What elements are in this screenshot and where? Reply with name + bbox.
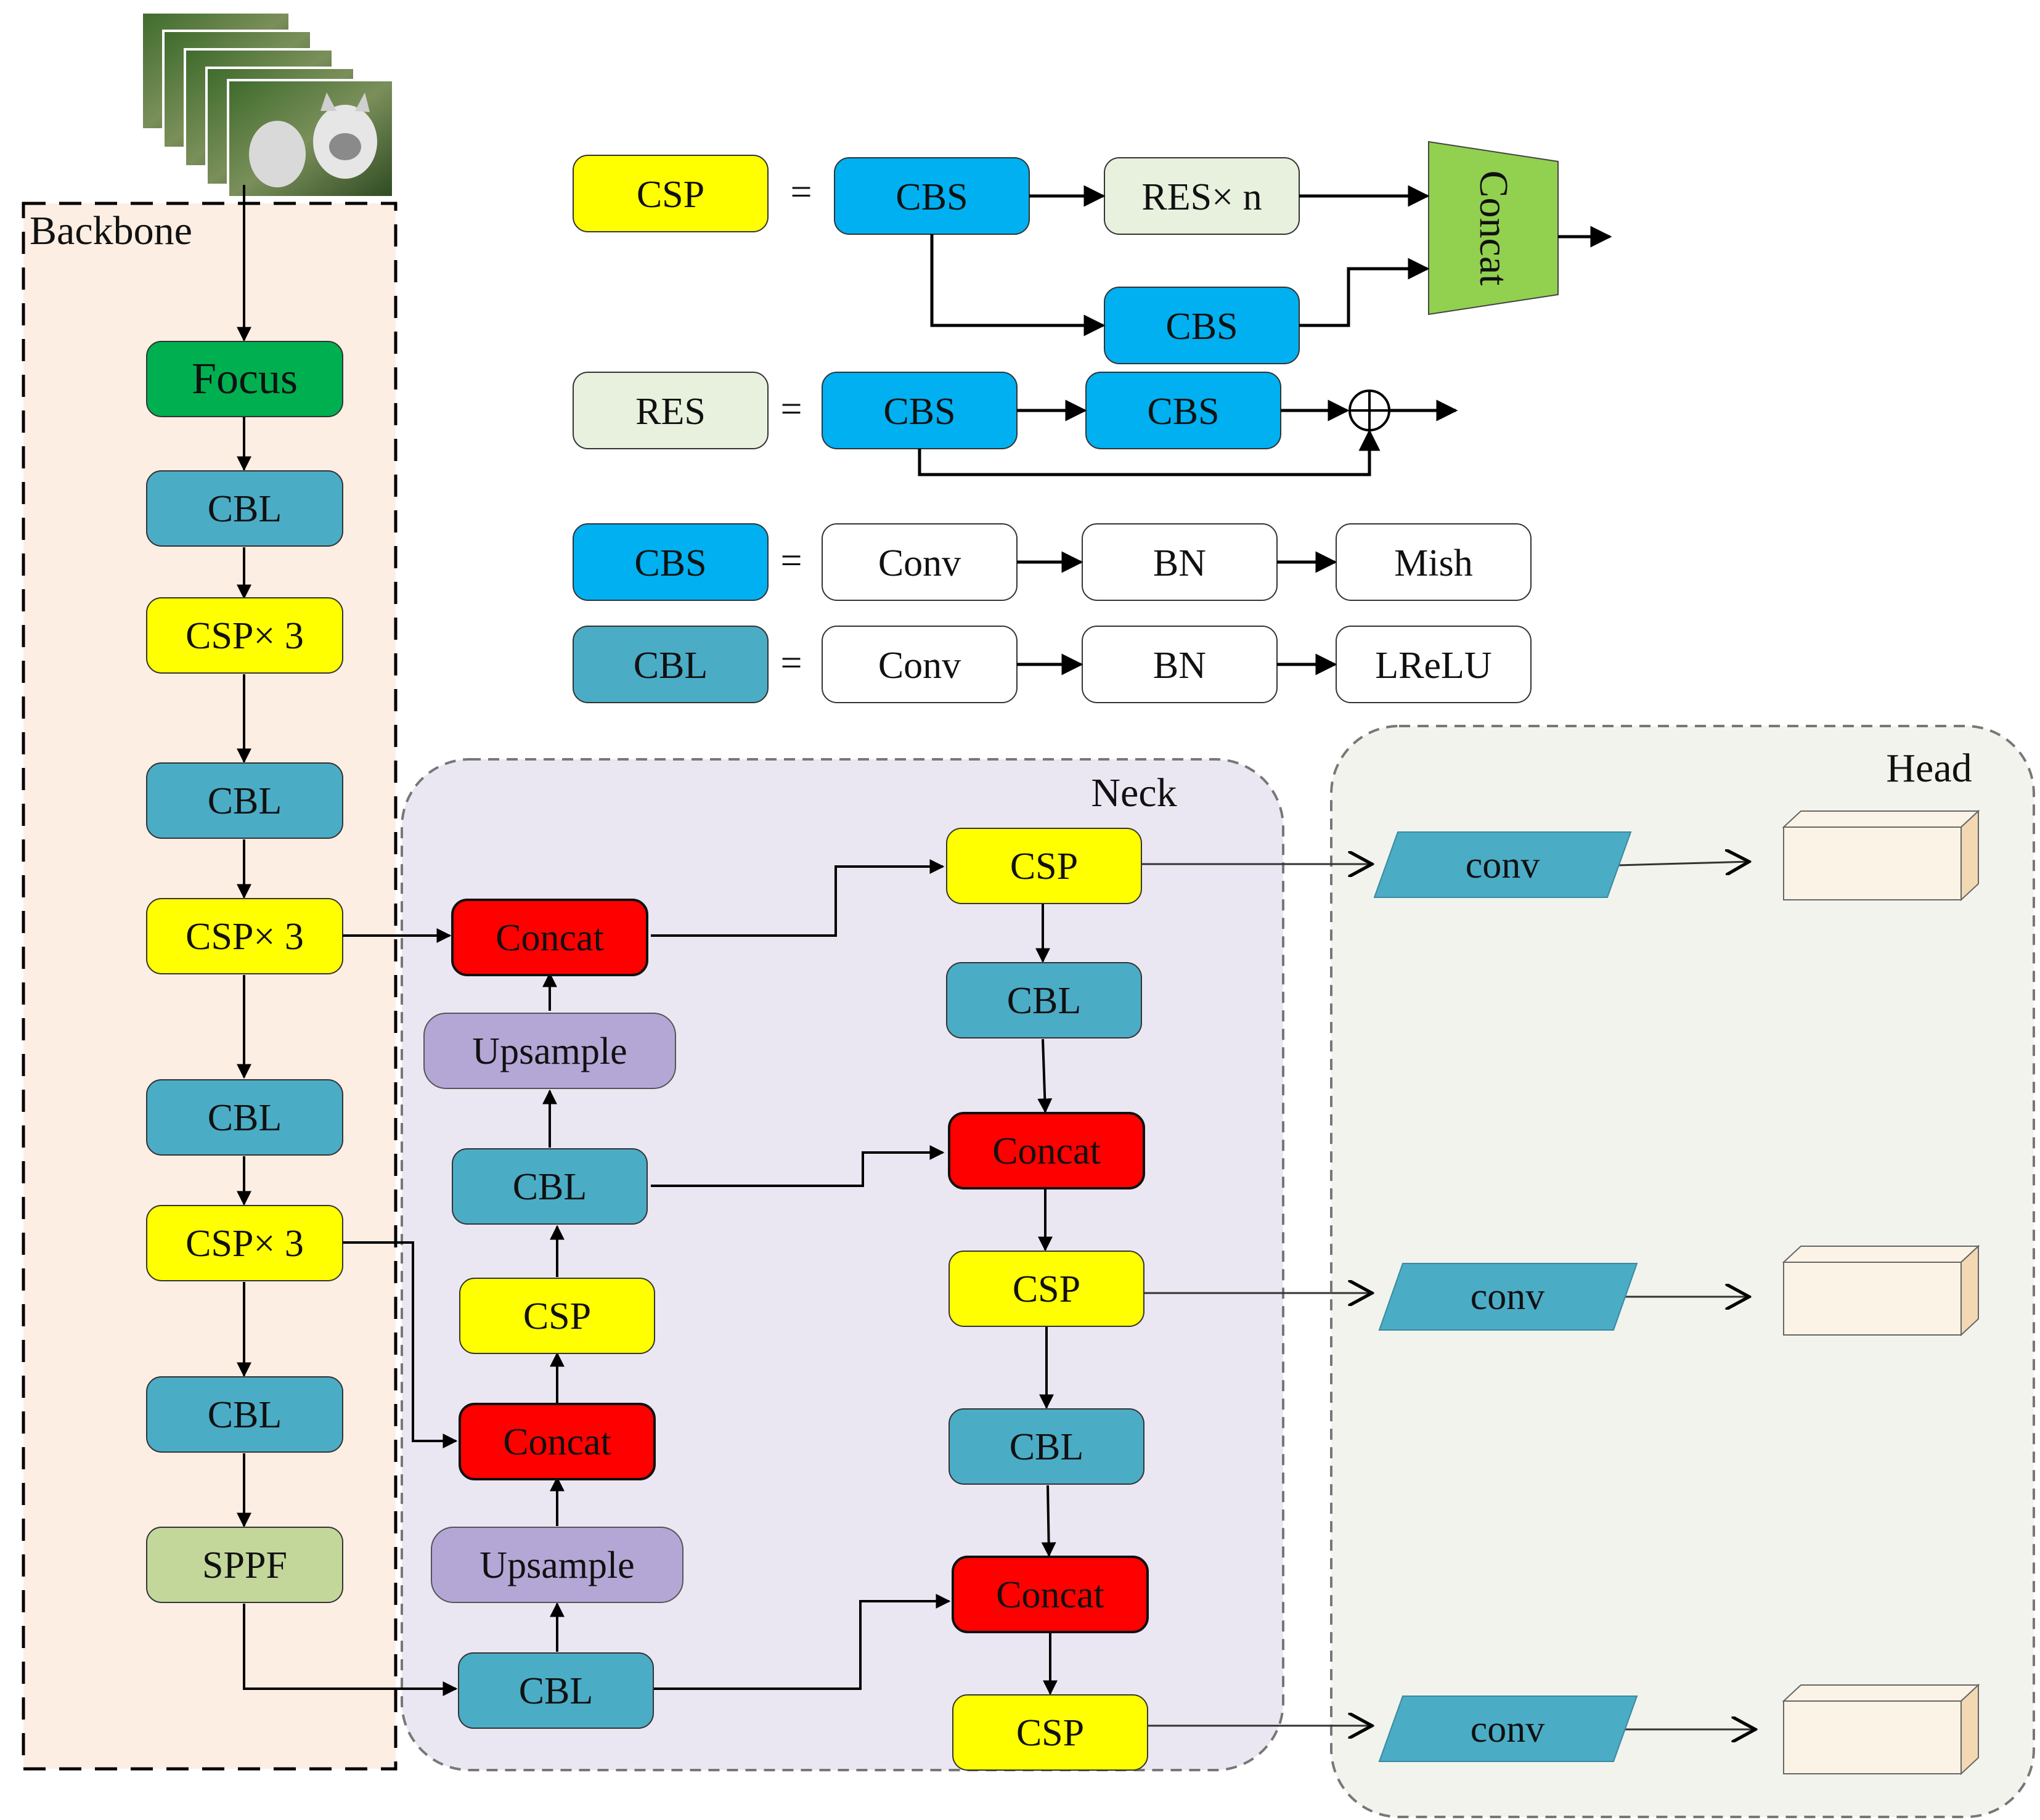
svg-text:CSP: CSP bbox=[1010, 846, 1078, 888]
svg-text:CSP× 3: CSP× 3 bbox=[186, 1223, 304, 1265]
svg-text:CBL: CBL bbox=[1007, 980, 1082, 1022]
svg-text:CBL: CBL bbox=[1010, 1426, 1084, 1468]
backbone-csp-2: CSP× 3 bbox=[146, 898, 343, 974]
backbone-sppf: SPPF bbox=[146, 1527, 343, 1603]
legend: CSP = CBS RES× n CBS Concat RES = CBS CB… bbox=[573, 141, 1612, 703]
legend-cbl-label: CBL bbox=[634, 645, 708, 687]
legend-cbs-conv: Conv bbox=[878, 542, 961, 584]
neck-csp-4: CSP bbox=[952, 1694, 1148, 1771]
neck-cbl-2: CBL bbox=[458, 1652, 654, 1729]
backbone-cbl-2: CBL bbox=[146, 762, 343, 839]
neck-cbl-4: CBL bbox=[949, 1408, 1144, 1485]
feature-map-cube-icon bbox=[1782, 1244, 1980, 1337]
legend-res-cbs-1: CBS bbox=[883, 391, 955, 433]
legend-res-x-n-label: RES× n bbox=[1141, 176, 1262, 218]
neck-csp-3: CSP bbox=[949, 1251, 1144, 1327]
svg-text:Upsample: Upsample bbox=[472, 1030, 627, 1072]
svg-text:Upsample: Upsample bbox=[479, 1545, 634, 1586]
head-conv-2: conv bbox=[1378, 1263, 1638, 1331]
neck-csp-2: CSP bbox=[946, 828, 1142, 904]
head-connectors bbox=[1141, 862, 1755, 1729]
neck-concat-2: Concat bbox=[459, 1403, 656, 1480]
svg-text:conv: conv bbox=[1466, 844, 1540, 886]
neck-upsample-1: Upsample bbox=[423, 1013, 676, 1089]
legend-cbs-label: CBS bbox=[896, 176, 968, 218]
svg-text:CSP: CSP bbox=[1016, 1712, 1084, 1754]
legend-cbl-row: CBL = Conv BN LReLU bbox=[573, 626, 1532, 703]
svg-text:CSP× 3: CSP× 3 bbox=[186, 916, 304, 958]
neck-concat-4: Concat bbox=[952, 1556, 1149, 1633]
head-conv-3: conv bbox=[1378, 1696, 1638, 1762]
add-circle-icon bbox=[1348, 390, 1390, 431]
head-conv-1: conv bbox=[1373, 831, 1632, 898]
svg-text:CBL: CBL bbox=[208, 780, 282, 822]
legend-cbl-bn: BN bbox=[1153, 645, 1206, 687]
legend-csp-row: CSP = CBS RES× n CBS Concat bbox=[573, 141, 1612, 364]
neck-blocks: Concat Upsample CBL CSP Concat Upsample … bbox=[423, 828, 1149, 1771]
neck-upsample-2: Upsample bbox=[431, 1527, 683, 1603]
cat-image-stack-icon bbox=[141, 11, 394, 198]
head-title: Head bbox=[1886, 746, 1972, 791]
backbone-connectors bbox=[237, 185, 458, 1696]
svg-text:conv: conv bbox=[1471, 1276, 1545, 1318]
backbone-csp-1: CSP× 3 bbox=[146, 597, 343, 674]
svg-text:CSP: CSP bbox=[523, 1296, 591, 1337]
head-section bbox=[1330, 725, 2035, 1818]
legend-cbs-def-label: CBS bbox=[634, 542, 706, 584]
legend-cbs-mish: Mish bbox=[1394, 542, 1472, 584]
neck-title: Neck bbox=[1091, 770, 1177, 815]
neck-concat-1: Concat bbox=[451, 899, 648, 976]
legend-equals-2: = bbox=[781, 388, 802, 430]
svg-text:Concat: Concat bbox=[992, 1130, 1101, 1172]
svg-text:CSP× 3: CSP× 3 bbox=[186, 615, 304, 657]
legend-equals: = bbox=[791, 171, 812, 213]
svg-text:conv: conv bbox=[1471, 1708, 1545, 1750]
svg-text:CBL: CBL bbox=[519, 1670, 594, 1712]
backbone-blocks: Focus CBL CSP× 3 CBL CSP× 3 CBL CSP× 3 bbox=[146, 341, 343, 1603]
backbone-csp-3: CSP× 3 bbox=[146, 1205, 343, 1281]
legend-equals-4: = bbox=[781, 642, 802, 684]
backbone-title: Backbone bbox=[30, 208, 192, 253]
svg-text:Concat: Concat bbox=[496, 917, 604, 959]
legend-concat-label: Concat bbox=[1471, 171, 1516, 286]
svg-text:CBL: CBL bbox=[208, 1394, 282, 1436]
legend-cbl-conv: Conv bbox=[878, 645, 961, 687]
neck-cbl-1: CBL bbox=[452, 1148, 648, 1225]
svg-text:CBL: CBL bbox=[513, 1166, 587, 1208]
backbone-focus: Focus bbox=[146, 341, 343, 417]
svg-text:CBL: CBL bbox=[208, 1097, 282, 1139]
legend-res-cbs-2: CBS bbox=[1147, 391, 1219, 433]
legend-cbs-bn: BN bbox=[1153, 542, 1206, 584]
feature-map-cube-icon bbox=[1782, 1683, 1980, 1776]
backbone-cbl-3: CBL bbox=[146, 1079, 343, 1156]
legend-equals-3: = bbox=[781, 540, 802, 582]
legend-cbs-label-2: CBS bbox=[1165, 306, 1238, 348]
legend-cbs-row: CBS = Conv BN Mish bbox=[573, 523, 1532, 601]
neck-cbl-3: CBL bbox=[946, 962, 1142, 1039]
backbone-cbl-4: CBL bbox=[146, 1376, 343, 1453]
svg-text:SPPF: SPPF bbox=[202, 1545, 287, 1586]
backbone-section bbox=[22, 202, 398, 1771]
svg-text:CBL: CBL bbox=[208, 488, 282, 530]
legend-cbl-lrelu: LReLU bbox=[1375, 645, 1491, 687]
legend-res-row: RES = CBS CBS bbox=[573, 372, 1458, 476]
neck-concat-3: Concat bbox=[948, 1112, 1145, 1190]
svg-text:CSP: CSP bbox=[1013, 1268, 1080, 1310]
svg-text:Concat: Concat bbox=[996, 1574, 1104, 1616]
feature-map-cube-icon bbox=[1782, 809, 1980, 902]
legend-csp-label: CSP bbox=[637, 174, 704, 216]
neck-connectors bbox=[343, 859, 1058, 1696]
svg-text:Concat: Concat bbox=[503, 1421, 611, 1463]
legend-res-label: RES bbox=[635, 391, 706, 433]
backbone-cbl-1: CBL bbox=[146, 470, 343, 547]
head-blocks: conv conv conv bbox=[1373, 809, 1980, 1776]
svg-text:Focus: Focus bbox=[192, 354, 298, 403]
neck-csp-1: CSP bbox=[459, 1278, 655, 1354]
